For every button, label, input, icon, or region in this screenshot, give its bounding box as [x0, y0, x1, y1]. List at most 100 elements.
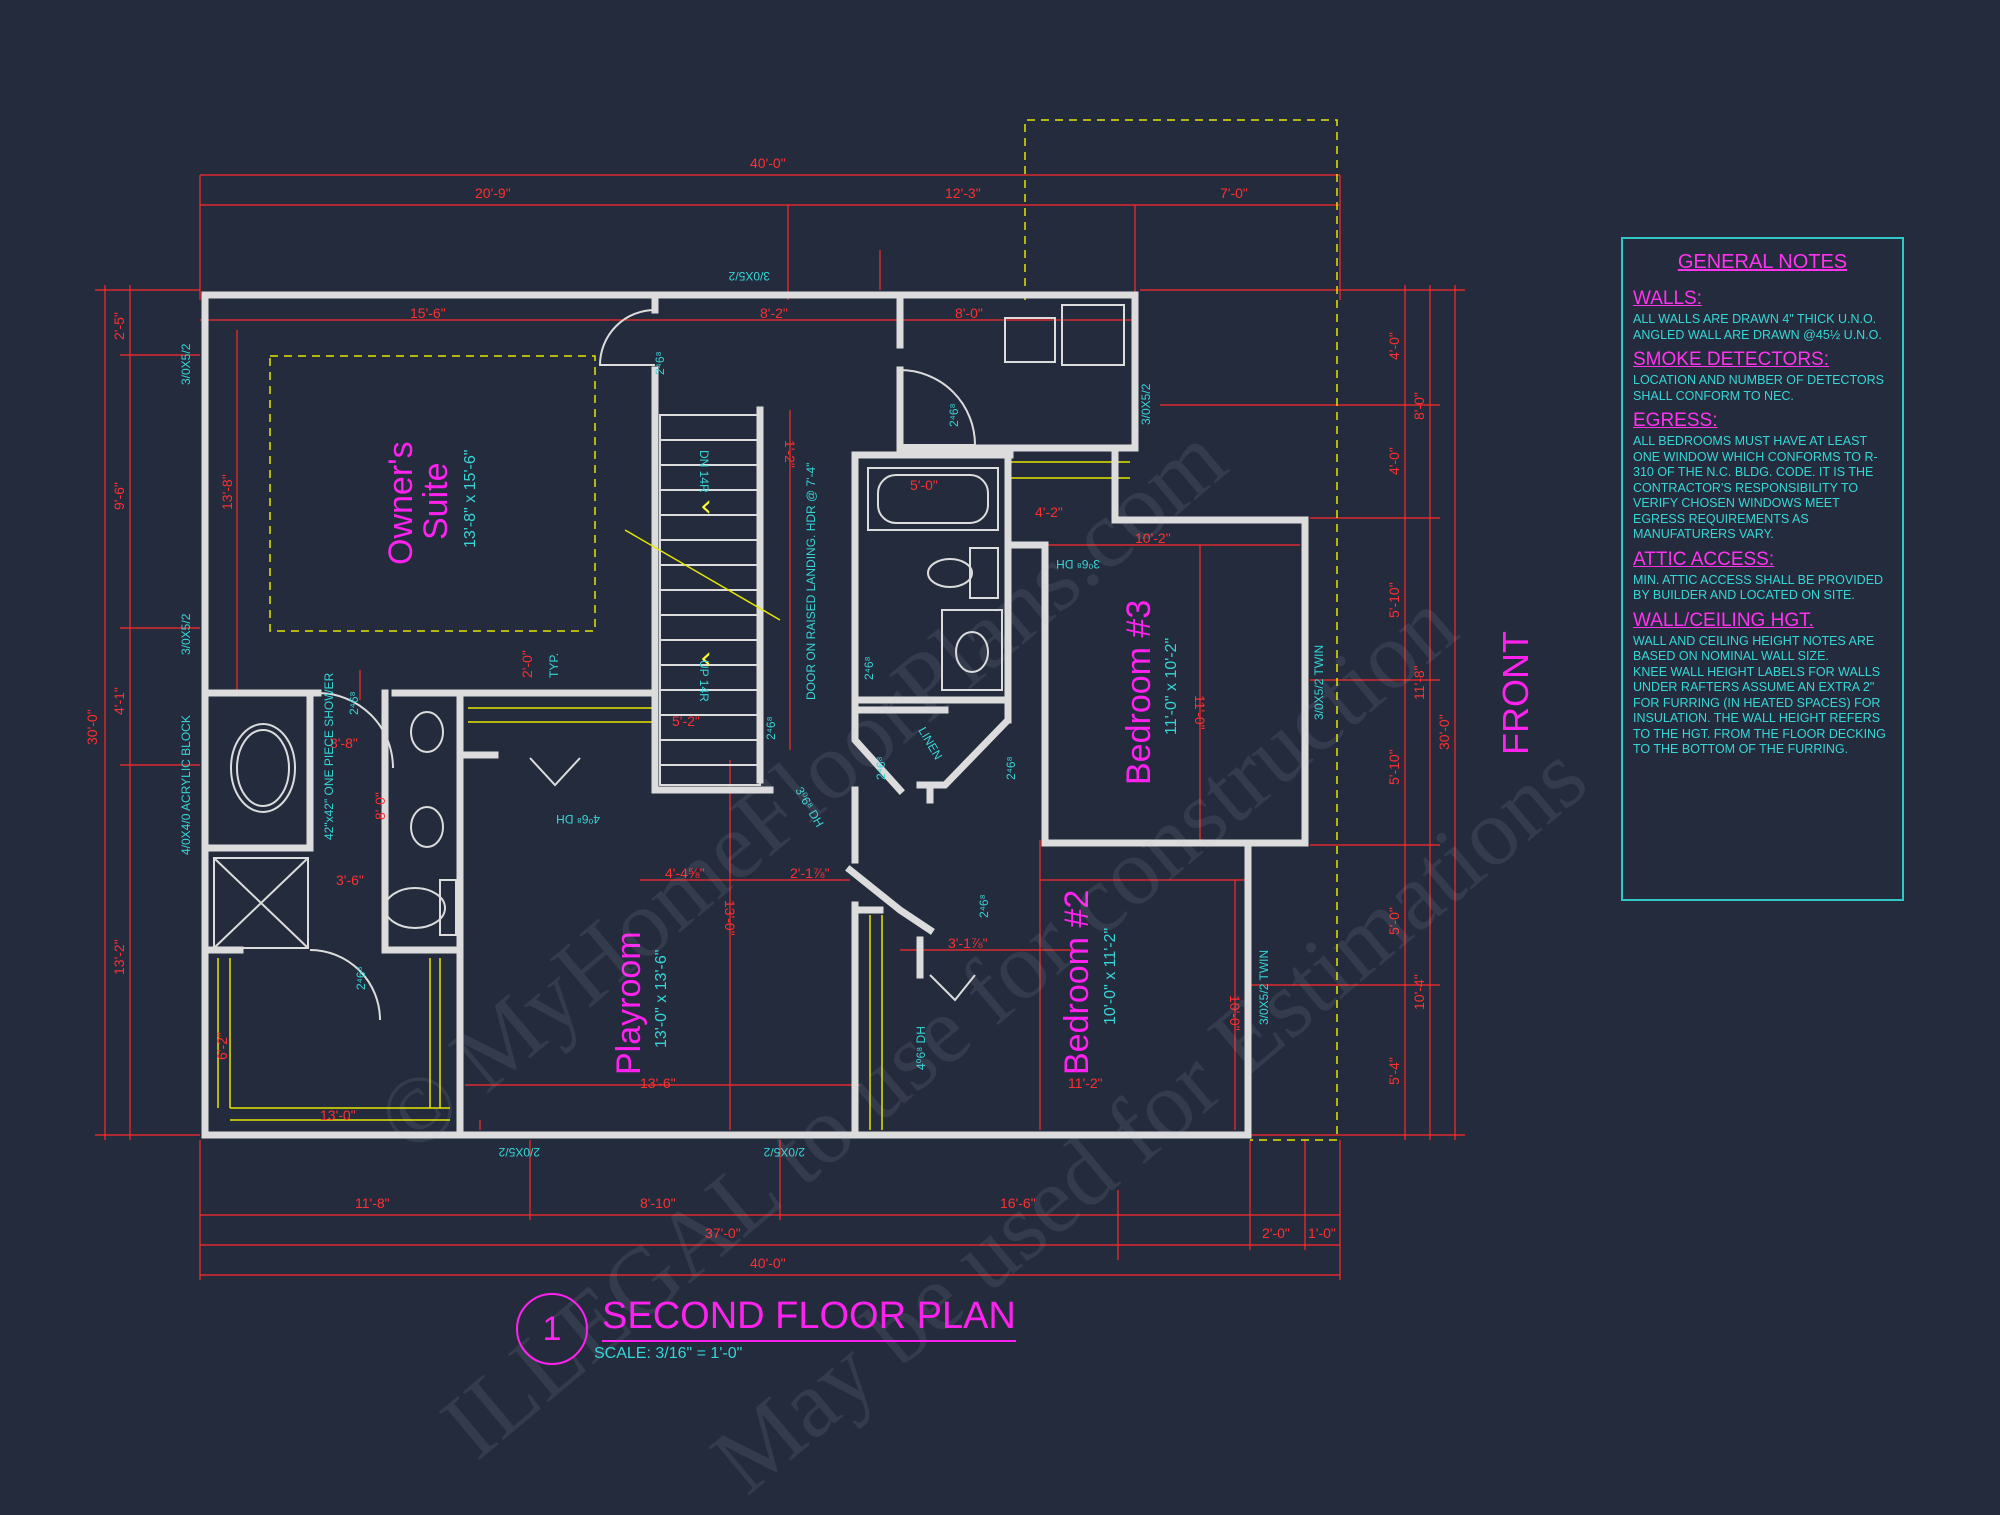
window-left-block: 4/0X4/0 ACRYLIC BLOCK	[179, 715, 193, 855]
room-owners-suite-line2: Suite	[417, 463, 455, 541]
dimension-lines	[95, 174, 1465, 1280]
stairs-up: UP 14R	[697, 660, 711, 702]
room-bedroom2: Bedroom #2	[1058, 890, 1096, 1075]
stair-up-arrow: ‹	[700, 489, 712, 524]
notes-section-title-walls: WALLS:	[1633, 288, 1702, 309]
notes-section-title-egress: EGRESS:	[1633, 410, 1718, 431]
general-notes-heading: GENERAL NOTES	[1677, 251, 1848, 273]
dim-right-b: 4'-0"	[1386, 447, 1402, 475]
porch-outline	[217, 119, 1338, 1141]
annotations: 3/0X5/2 3/0X5/2 3/0X5/2 4/0X4/0 ACRYLIC …	[179, 269, 1326, 1159]
stair-treads	[660, 439, 760, 766]
dim-5-0: 5'-0"	[910, 477, 938, 493]
window-bottom-2: 2/0X5/2	[763, 1145, 805, 1159]
window-bottom-1: 2/0X5/2	[498, 1145, 540, 1159]
door-label-1: 2⁴6⁸	[653, 351, 667, 375]
dimension-text: 40'-0" 20'-9" 12'-3" 7'-0" 11'-8" 8'-10"…	[84, 155, 1452, 1271]
plan-scale: SCALE: 3/16" = 1'-0"	[594, 1345, 743, 1362]
dim-right-g: 8'-0"	[1411, 392, 1427, 420]
notes-section-title-attic: ATTIC ACCESS:	[1633, 548, 1775, 570]
dim-8-2: 8'-2"	[760, 305, 788, 321]
room-bedroom3: Bedroom #3	[1120, 600, 1158, 785]
notes-section-body-egress: ALL BEDROOMS MUST HAVE AT LEAST ONE WIND…	[1633, 434, 1878, 541]
dim-right-c: 5'-10"	[1386, 582, 1402, 618]
door-label-4: 2⁴6⁸	[354, 966, 368, 990]
notes-section-body-walls: ALL WALLS ARE DRAWN 4" THICK U.N.O. ANGL…	[1633, 312, 1882, 342]
notes-section-body-attic: MIN. ATTIC ACCESS SHALL BE PROVIDED BY B…	[1633, 572, 1884, 603]
dim-top-a: 20'-9"	[475, 185, 511, 201]
dim-right-a: 4'-0"	[1386, 332, 1402, 360]
dim-6-2: 6'-2"	[214, 1032, 230, 1060]
dim-11-0: 11'-0"	[1192, 695, 1208, 730]
dim-13-0b: 13'-0"	[320, 1107, 356, 1123]
dim-8-0b: 8'-0"	[372, 792, 388, 820]
dim-top-total: 40'-0"	[750, 155, 786, 171]
door-label-6: 2⁴6⁸	[764, 716, 778, 740]
dim-right-total: 30'-0"	[1436, 714, 1452, 750]
dim-3-6: 3'-6"	[336, 872, 364, 888]
dim-8-0: 8'-0"	[955, 305, 983, 321]
front-label: FRONT	[1495, 631, 1536, 755]
stairs-down: DN 14R	[697, 450, 711, 493]
room-playroom: Playroom	[610, 931, 648, 1075]
stair-down-arrow: ‹	[700, 641, 712, 676]
fixtures: ‹ ‹	[213, 304, 1125, 1021]
dim-right-e: 5'-0"	[1386, 907, 1402, 935]
dim-13-8: 13'-8"	[219, 474, 235, 510]
door-label-7: 2⁴6⁸	[874, 756, 888, 780]
dim-bot-c: 16'-6"	[1000, 1195, 1036, 1211]
window-top: 3/0X5/2	[728, 269, 770, 283]
walls	[201, 291, 1309, 1139]
general-notes-panel: GENERAL NOTES WALLS: ALL WALLS ARE DRAWN…	[1621, 237, 1904, 901]
dim-top-c: 7'-0"	[1220, 185, 1248, 201]
room-playroom-size: 13'-0" x 13'-6"	[653, 950, 670, 1048]
door-label-5: 2⁴6⁸	[862, 656, 876, 680]
shower-label: 42"x42" ONE PIECE SHOWER	[322, 672, 336, 840]
dim-bot-a: 11'-8"	[355, 1195, 390, 1211]
notes-section-title-height: WALL/CEILING HGT.	[1633, 609, 1814, 631]
dim-2-1: 2'-1⅞"	[790, 865, 830, 881]
dim-left-a: 2'-5"	[111, 312, 127, 340]
door-label-3: 2⁴6⁸	[347, 691, 361, 715]
dim-bot-sub: 37'-0"	[705, 1225, 741, 1241]
plan-number-circle: 1	[516, 1293, 588, 1365]
room-bedroom3-size: 11'-0" x 10'-2"	[1163, 638, 1180, 735]
dim-right-f: 5'-4"	[1386, 1057, 1402, 1085]
dim-13-6: 13'-6"	[640, 1075, 676, 1091]
room-owners-suite-size: 13'-8" x 15'-6"	[462, 450, 479, 548]
window-left-2: 3/0X5/2	[179, 613, 193, 655]
room-labels: Owner's Suite 13'-8" x 15'-6" Bedroom #3…	[382, 441, 1180, 1075]
dim-bot-d: 2'-0"	[1262, 1225, 1290, 1241]
room-owners-suite-line1: Owner's	[382, 441, 420, 565]
door-note: DOOR ON RAISED LANDING. HDR @ 7'-4"	[804, 463, 818, 700]
dim-2-0: 2'-0"	[519, 650, 535, 678]
notes-section-body-smoke: LOCATION AND NUMBER OF DETECTORS SHALL C…	[1633, 373, 1884, 403]
dim-right-d: 5'-10"	[1386, 749, 1402, 785]
dim-1-2: 1'-2"	[782, 440, 798, 468]
dim-4-2: 4'-2"	[1035, 504, 1063, 520]
dim-top-b: 12'-3"	[945, 185, 981, 201]
window-left-1: 3/0X5/2	[179, 343, 193, 385]
dim-bot-e: 1'-0"	[1308, 1225, 1336, 1241]
dim-right-h: 11'-8"	[1411, 665, 1427, 700]
notes-section-title-smoke: SMOKE DETECTORS:	[1633, 349, 1830, 370]
door-label-9: 2⁴6⁸	[977, 894, 991, 918]
dim-bot-b: 8'-10"	[640, 1195, 676, 1211]
dim-4-4: 4'-4⅝"	[665, 865, 705, 881]
dim-3-1: 3'-1⅞"	[948, 935, 988, 951]
door-label-8: 2⁴6⁸	[1004, 756, 1018, 780]
dim-10-0: 10'-0"	[1227, 995, 1243, 1031]
plan-title: SECOND FLOOR PLAN	[602, 1295, 1016, 1342]
dh-playroom: 4⁰6⁸ DH	[556, 812, 600, 826]
dim-left-b: 9'-6"	[111, 482, 127, 510]
typ-label: TYP.	[547, 653, 561, 678]
room-bedroom2-size: 10'-0" x 11'-2"	[1102, 928, 1119, 1025]
dim-left-d: 13'-2"	[111, 939, 127, 975]
dim-11-2: 11'-2"	[1068, 1075, 1103, 1091]
dim-8-8: 8'-8"	[330, 735, 358, 751]
dim-left-total: 30'-0"	[84, 709, 100, 745]
window-right-1: 3/0X5/2	[1139, 383, 1153, 425]
notes-section-body-height: WALL AND CEILING HEIGHT NOTES ARE BASED …	[1633, 633, 1886, 757]
door-label-2: 2⁴6⁸	[947, 403, 961, 427]
